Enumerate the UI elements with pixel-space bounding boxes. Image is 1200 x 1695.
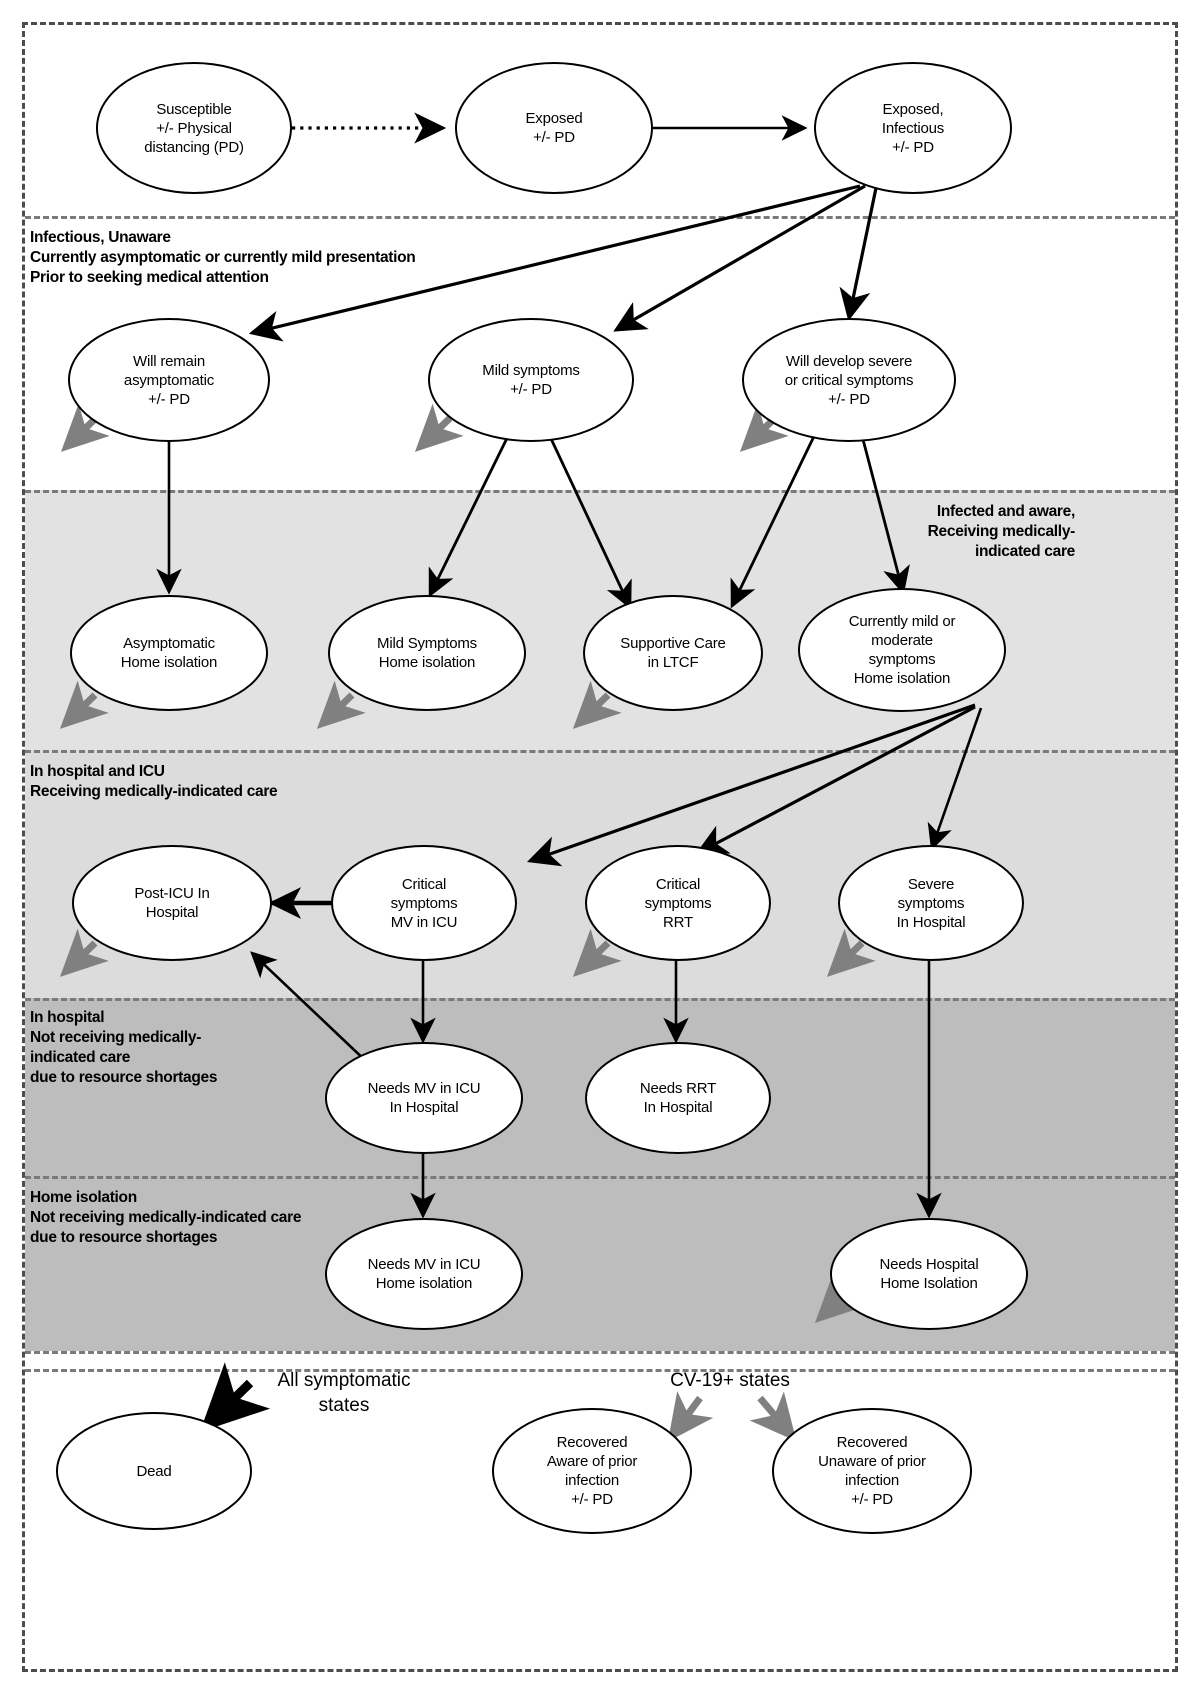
node-recovered-aware[interactable]: Recovered Aware of prior infection +/- P… [492,1408,692,1534]
edge-gray-out-will-remain-asymptomatic [60,403,110,452]
node-severe-symptoms-hospital[interactable]: Severe symptoms In Hospital [838,845,1024,961]
separator-infectious-unaware [25,216,1175,219]
edge-infectious-to-will-develop-severe [839,187,878,322]
separator-absorbing-bottom [25,1369,1175,1372]
separator-absorbing-top [25,1351,1175,1354]
node-will-develop-severe[interactable]: Will develop severe or critical symptoms… [742,318,956,442]
edge-gray-out-mild-symptoms [414,403,464,452]
edge-cv19-to-recovered-aware [667,1391,714,1442]
node-mild-moderate-home[interactable]: Currently mild or moderate symptoms Home… [798,588,1006,712]
separator-hospital-unmet [25,998,1175,1001]
edge-cv19-to-recovered-unaware [749,1391,797,1442]
band-label-hospital-unmet: In hospital Not receiving medically- ind… [30,1009,218,1086]
node-needs-mv-icu-hospital[interactable]: Needs MV in ICU In Hospital [325,1042,523,1154]
annotation-cv19-positive-states: CV-19+ states [670,1370,790,1391]
separator-infected-aware [25,490,1175,493]
band-label-hospital-icu: In hospital and ICU Receiving medically-… [30,763,278,800]
band-label-infected-aware: Infected and aware, Receiving medically-… [927,503,1076,560]
node-needs-hospital-home[interactable]: Needs Hospital Home Isolation [830,1218,1028,1330]
node-mild-symptoms-home[interactable]: Mild Symptoms Home isolation [328,595,526,711]
node-critical-rrt[interactable]: Critical symptoms RRT [585,845,771,961]
node-post-icu-hospital[interactable]: Post-ICU In Hospital [72,845,272,961]
band-label-home-unmet: Home isolation Not receiving medically-i… [30,1189,302,1246]
node-critical-mv-icu[interactable]: Critical symptoms MV in ICU [331,845,517,961]
node-supportive-care-ltcf[interactable]: Supportive Care in LTCF [583,595,763,711]
node-needs-mv-icu-home[interactable]: Needs MV in ICU Home isolation [325,1218,523,1330]
node-will-remain-asymptomatic[interactable]: Will remain asymptomatic +/- PD [68,318,270,442]
node-asymptomatic-home[interactable]: Asymptomatic Home isolation [70,595,268,711]
node-exposed-infectious[interactable]: Exposed, Infectious +/- PD [814,62,1012,194]
node-needs-rrt-hospital[interactable]: Needs RRT In Hospital [585,1042,771,1154]
node-dead[interactable]: Dead [56,1412,252,1530]
node-recovered-unaware[interactable]: Recovered Unaware of prior infection +/-… [772,1408,972,1534]
node-exposed[interactable]: Exposed +/- PD [455,62,653,194]
node-mild-symptoms[interactable]: Mild symptoms +/- PD [428,318,634,442]
separator-hospital-icu [25,750,1175,753]
node-susceptible[interactable]: Susceptible +/- Physical distancing (PD) [96,62,292,194]
separator-home-unmet [25,1176,1175,1179]
annotation-all-symptomatic-states: All symptomatic states [277,1370,411,1416]
band-label-infectious-unaware: Infectious, Unaware Currently asymptomat… [30,229,416,286]
